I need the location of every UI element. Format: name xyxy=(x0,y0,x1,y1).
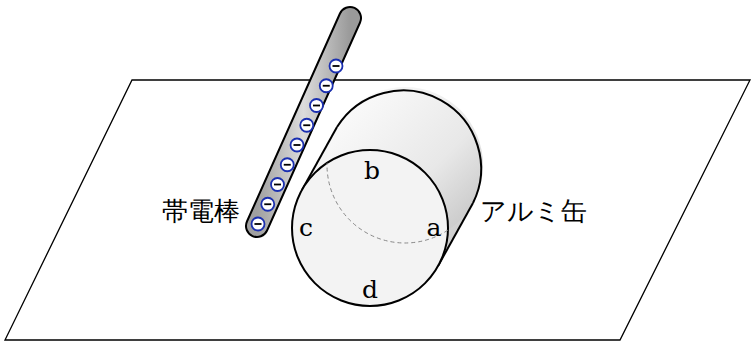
point-label: a xyxy=(427,215,442,240)
charged-rod xyxy=(257,18,350,226)
minus-sign xyxy=(284,164,291,166)
charge-circle xyxy=(271,178,284,191)
minus-sign xyxy=(303,124,310,126)
minus-sign xyxy=(333,65,340,67)
minus-sign xyxy=(274,184,281,186)
point-label: d xyxy=(362,277,378,302)
minus-sign xyxy=(323,85,330,87)
aluminum-can xyxy=(292,87,483,306)
charge-circle xyxy=(310,99,323,112)
charge-circle xyxy=(252,218,265,231)
charge-circle xyxy=(291,139,304,152)
charge-circle xyxy=(300,119,313,132)
rod-label: 帯電棒 xyxy=(162,198,240,224)
table-plane xyxy=(5,80,750,340)
charge-circle xyxy=(330,60,343,73)
point-label: b xyxy=(364,158,380,183)
minus-sign xyxy=(255,223,262,225)
point-label: c xyxy=(299,215,313,240)
minus-sign xyxy=(313,105,320,107)
charge-circle xyxy=(261,198,274,211)
can-label: アルミ缶 xyxy=(480,198,587,224)
negative-charges xyxy=(252,60,343,231)
minus-sign xyxy=(264,203,271,205)
charge-circle xyxy=(281,158,294,171)
charge-circle xyxy=(320,79,333,92)
minus-sign xyxy=(294,144,301,146)
